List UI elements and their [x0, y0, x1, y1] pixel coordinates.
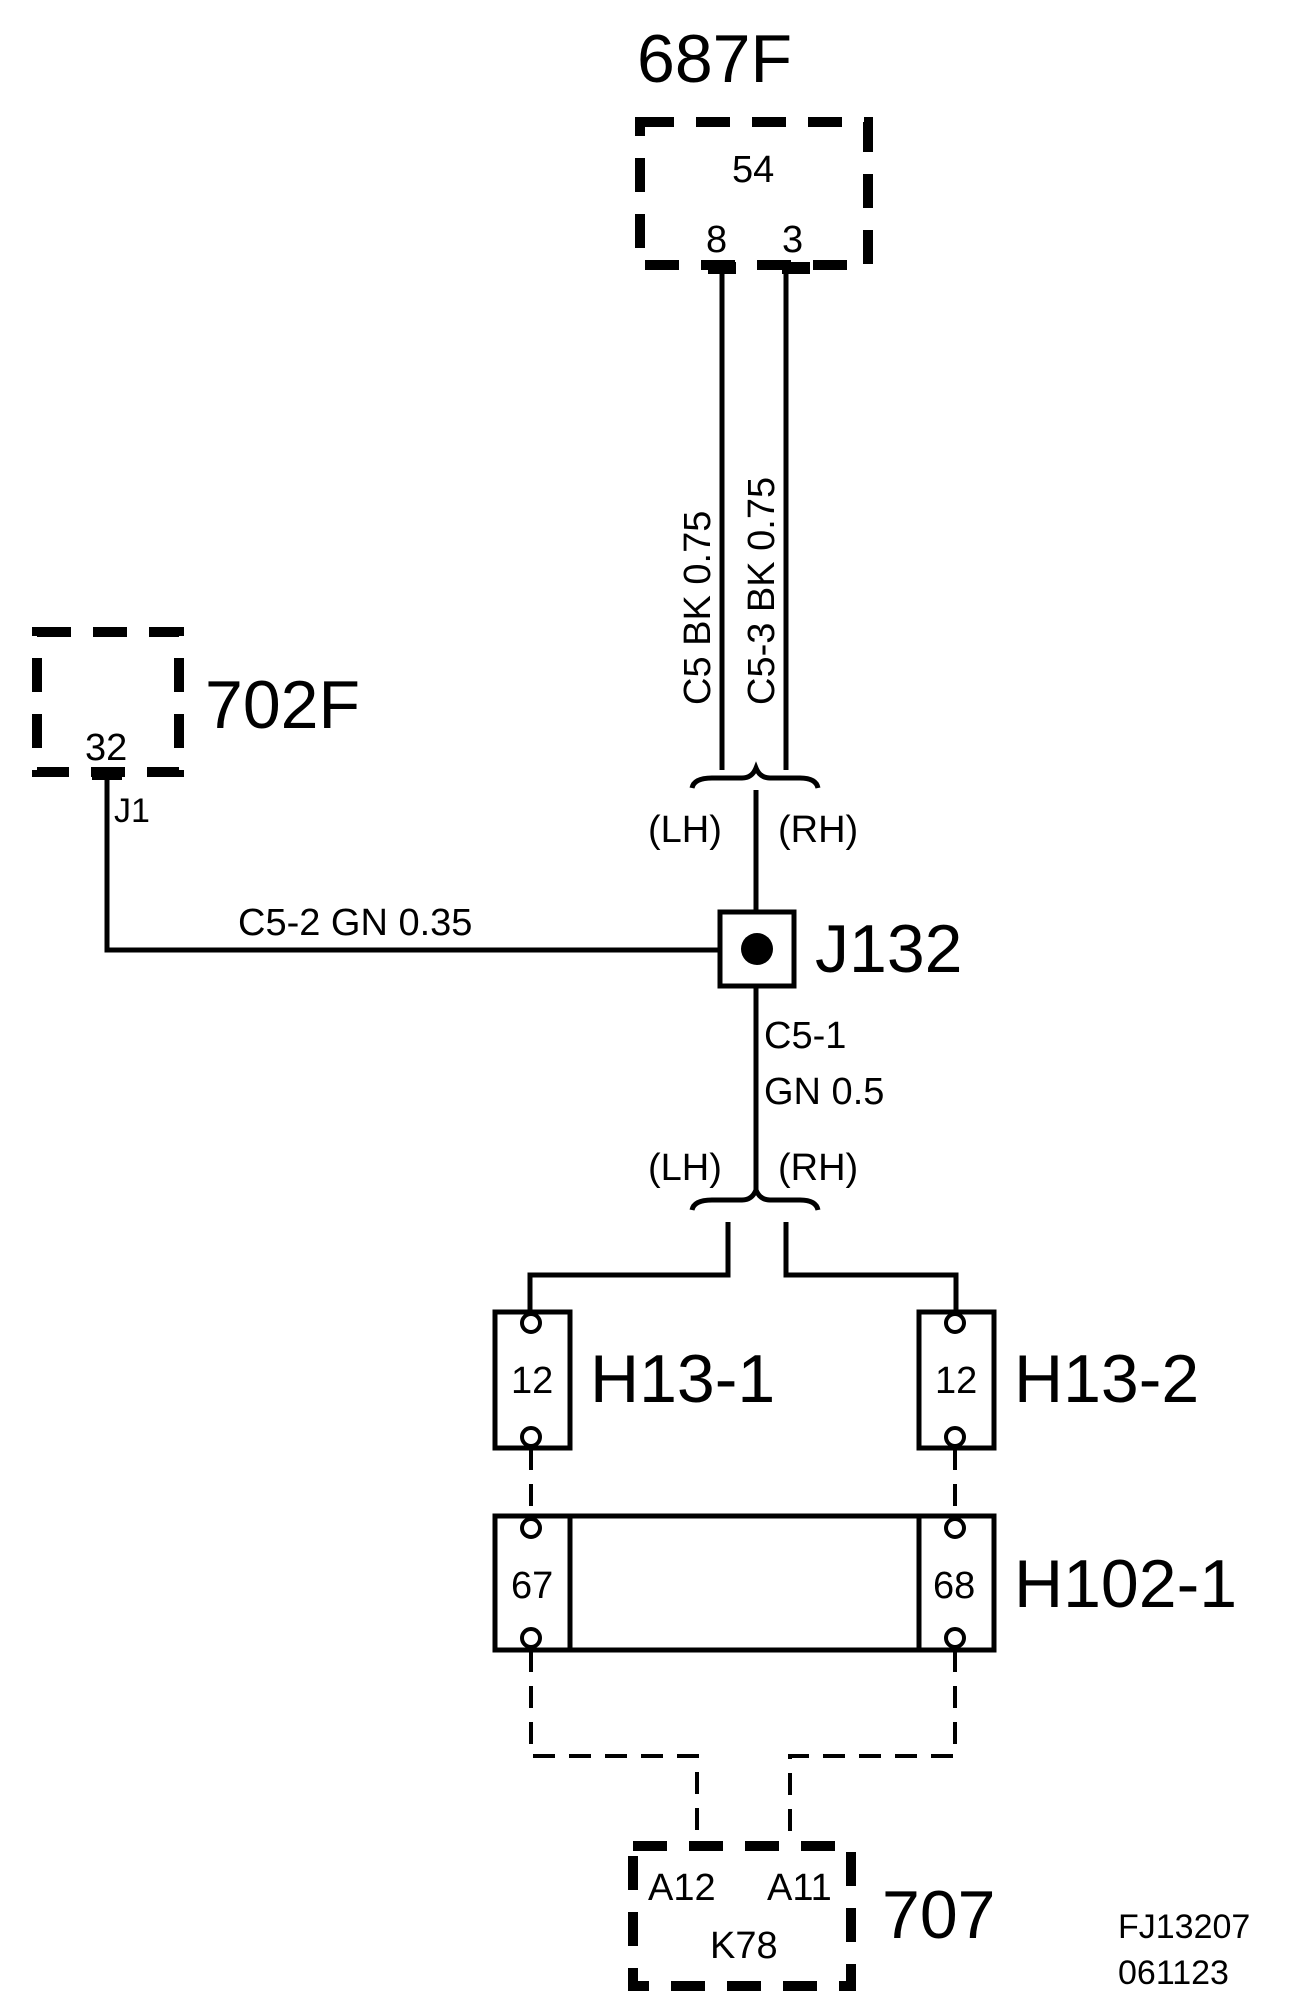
lower-lh-label: (LH) — [648, 1147, 722, 1189]
lower-harness-brace — [689, 1183, 821, 1211]
component-h13-1-label: H13-1 — [590, 1341, 775, 1417]
branch-lh — [527, 1222, 731, 1312]
connector-707-housing — [628, 1841, 856, 1991]
branch-rh — [783, 1222, 959, 1312]
connector-707-part: K78 — [710, 1925, 778, 1967]
upper-lh-label: (LH) — [648, 809, 722, 851]
splice-j132: J132 — [717, 909, 962, 989]
h102-1-pin-68-bottom — [944, 1627, 966, 1649]
connector-687f-terminal-3 — [782, 262, 810, 274]
h13-2-pin-bottom — [944, 1426, 966, 1448]
h102-1-pin-68: 68 — [933, 1565, 975, 1607]
connector-687f-label: 687F — [637, 21, 792, 97]
wire-c5-3: C5-3 BK 0.75 — [741, 274, 789, 770]
component-h13-1: 12 H13-1 — [492, 1309, 775, 1451]
wire-c5-2-label: C5-2 GN 0.35 — [238, 902, 472, 944]
component-h102-1-label: H102-1 — [1014, 1546, 1237, 1622]
wire-c5-2: C5-2 GN 0.35 — [104, 780, 720, 953]
connector-702f-label: 702F — [205, 667, 360, 743]
connector-707-pin-a11: A11 — [767, 1867, 832, 1909]
wire-c5-label: C5 BK 0.75 — [677, 511, 719, 705]
wire-c5-3-label: C5-3 BK 0.75 — [741, 477, 783, 705]
component-h13-1-body — [492, 1309, 573, 1451]
h102-1-pin-67-bottom — [520, 1627, 542, 1649]
component-h13-2-label: H13-2 — [1014, 1341, 1199, 1417]
connector-687f-terminal-8 — [708, 262, 736, 274]
h13-2-pin-top — [944, 1312, 966, 1334]
h102-1-pin-67: 67 — [511, 1565, 553, 1607]
upper-harness-brace — [689, 761, 821, 789]
h13-1-pin-top — [520, 1312, 542, 1334]
h102-1-pin-68-top — [944, 1517, 966, 1539]
connector-702f-terminal — [92, 768, 122, 780]
h13-1-pin-bottom — [520, 1426, 542, 1448]
h13-1-pin-number: 12 — [511, 1360, 553, 1402]
lower-rh-label: (RH) — [778, 1147, 858, 1189]
connector-687f-pin-3: 3 — [782, 219, 803, 261]
wire-c5-1-label: C5-1 — [764, 1015, 846, 1057]
connector-687f-pin-block: 54 — [732, 149, 774, 191]
connector-687f-housing — [635, 117, 873, 270]
connector-687f-pin-8: 8 — [706, 219, 727, 261]
component-h102-1-body — [492, 1513, 997, 1653]
connector-687f: 687F 54 8 3 — [635, 21, 873, 274]
connector-707-pin-a12: A12 — [648, 1867, 716, 1909]
link-h102-pin-67-to-707 — [529, 1650, 699, 1844]
drawing-date: 061123 — [1118, 1954, 1229, 1992]
wire-c5-1-spec: GN 0.5 — [764, 1071, 884, 1113]
h13-2-pin-number: 12 — [935, 1360, 977, 1402]
connector-707: A12 A11 K78 707 — [628, 1841, 995, 1991]
wire-c5-1: C5-1 GN 0.5 — [753, 986, 884, 1190]
connector-707-label: 707 — [882, 1877, 995, 1953]
h102-1-pin-67-top — [520, 1517, 542, 1539]
wire-c5: C5 BK 0.75 — [677, 274, 725, 770]
drawing-code: FJ13207 — [1118, 1908, 1250, 1946]
component-h13-2: 12 H13-2 — [916, 1309, 1199, 1451]
splice-j132-label: J132 — [815, 911, 962, 987]
connector-702f-pin-32: 32 — [85, 727, 127, 769]
connector-702f: 702F 32 J1 — [32, 627, 360, 830]
splice-j132-node — [741, 933, 773, 965]
upper-rh-label: (RH) — [778, 809, 858, 851]
link-h102-pin-68-to-707 — [788, 1650, 957, 1844]
component-h102-1: 67 68 H102-1 — [492, 1513, 1237, 1653]
component-h13-2-body — [916, 1309, 997, 1451]
connector-702f-pin-label: J1 — [114, 792, 150, 830]
